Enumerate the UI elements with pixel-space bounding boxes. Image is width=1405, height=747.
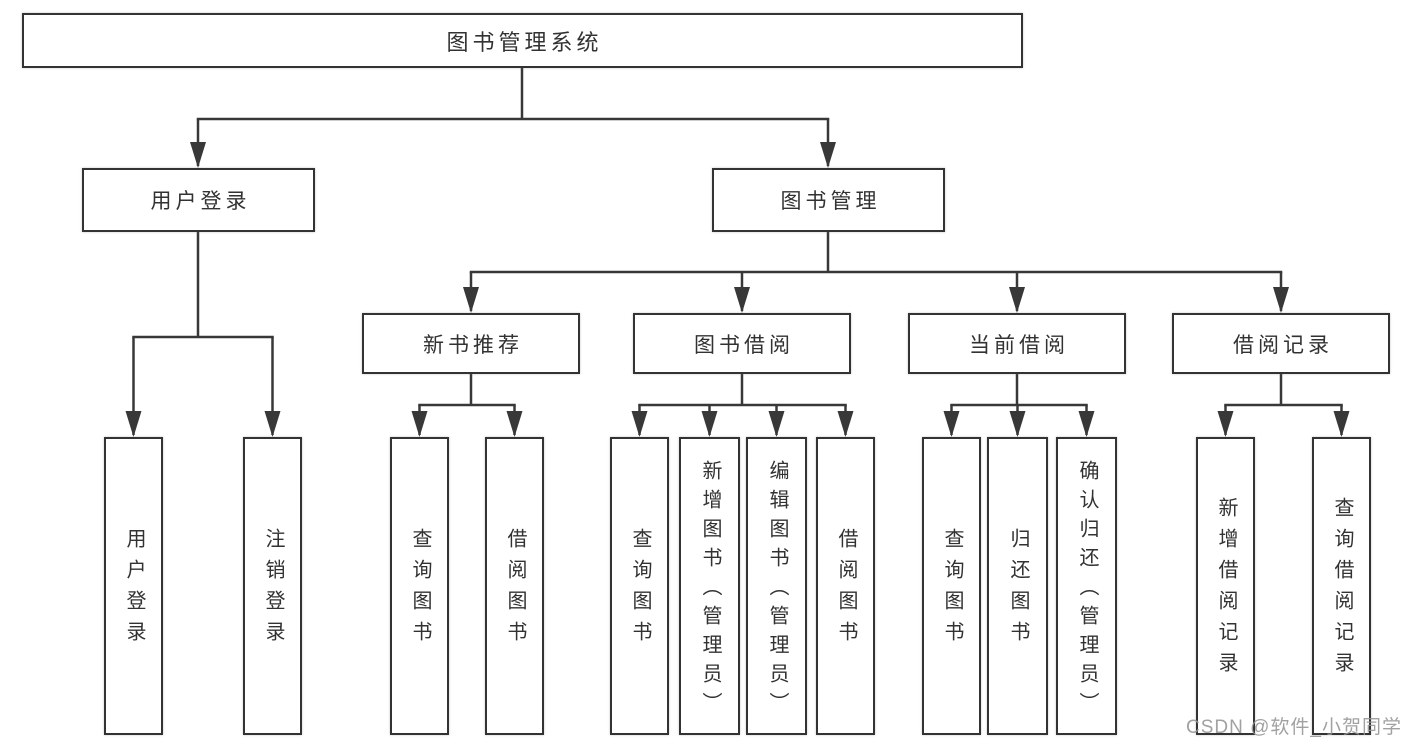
node-root-system: 图书管理系统: [22, 13, 1023, 68]
node-new-book-recommendation: 新书推荐: [362, 313, 580, 374]
leaf-query-books-current: 查询图书: [922, 437, 981, 735]
node-label: 借阅图书: [504, 528, 526, 652]
node-book-borrowing: 图书借阅: [633, 313, 851, 374]
leaf-add-borrow-record: 新增借阅记录: [1196, 437, 1255, 735]
node-label: 图书管理系统: [446, 29, 603, 55]
node-label: 用户登录: [123, 528, 145, 652]
node-current-borrowing: 当前借阅: [908, 313, 1126, 374]
node-label: 借阅图书: [835, 528, 857, 652]
node-label: 确认归还（管理员）: [1076, 459, 1098, 721]
node-label: 用户登录: [150, 190, 251, 213]
csdn-watermark: CSDN @软件_小贺同学: [1186, 717, 1402, 738]
node-label: 借阅记录: [1233, 333, 1333, 357]
node-label: 图书借阅: [694, 333, 794, 357]
leaf-query-books-recommend: 查询图书: [390, 437, 449, 735]
node-user-login: 用户登录: [82, 168, 315, 232]
leaf-logout: 注销登录: [243, 437, 302, 735]
leaf-query-borrow-record: 查询借阅记录: [1312, 437, 1371, 735]
node-label: 当前借阅: [969, 333, 1069, 357]
node-label: 新书推荐: [423, 333, 523, 357]
node-label: 编辑图书（管理员）: [766, 459, 788, 721]
leaf-query-books-borrowing: 查询图书: [610, 437, 669, 735]
node-label: 归还图书: [1007, 528, 1029, 652]
node-label: 查询图书: [629, 528, 651, 652]
node-label: 查询借阅记录: [1331, 497, 1353, 683]
leaf-add-book-admin: 新增图书（管理员）: [679, 437, 740, 735]
node-label: 新增借阅记录: [1215, 497, 1237, 683]
leaf-user-login: 用户登录: [104, 437, 163, 735]
node-label: 图书管理: [780, 190, 881, 213]
node-borrowing-records: 借阅记录: [1172, 313, 1390, 374]
node-label: 新增图书（管理员）: [699, 459, 721, 721]
node-label: 查询图书: [941, 528, 963, 652]
node-label: 查询图书: [409, 528, 431, 652]
leaf-edit-book-admin: 编辑图书（管理员）: [746, 437, 807, 735]
node-book-management: 图书管理: [712, 168, 945, 232]
leaf-return-book: 归还图书: [987, 437, 1048, 735]
leaf-confirm-return-admin: 确认归还（管理员）: [1056, 437, 1117, 735]
leaf-borrow-books-recommend: 借阅图书: [485, 437, 544, 735]
leaf-borrow-books-borrowing: 借阅图书: [816, 437, 875, 735]
node-label: 注销登录: [262, 528, 284, 652]
